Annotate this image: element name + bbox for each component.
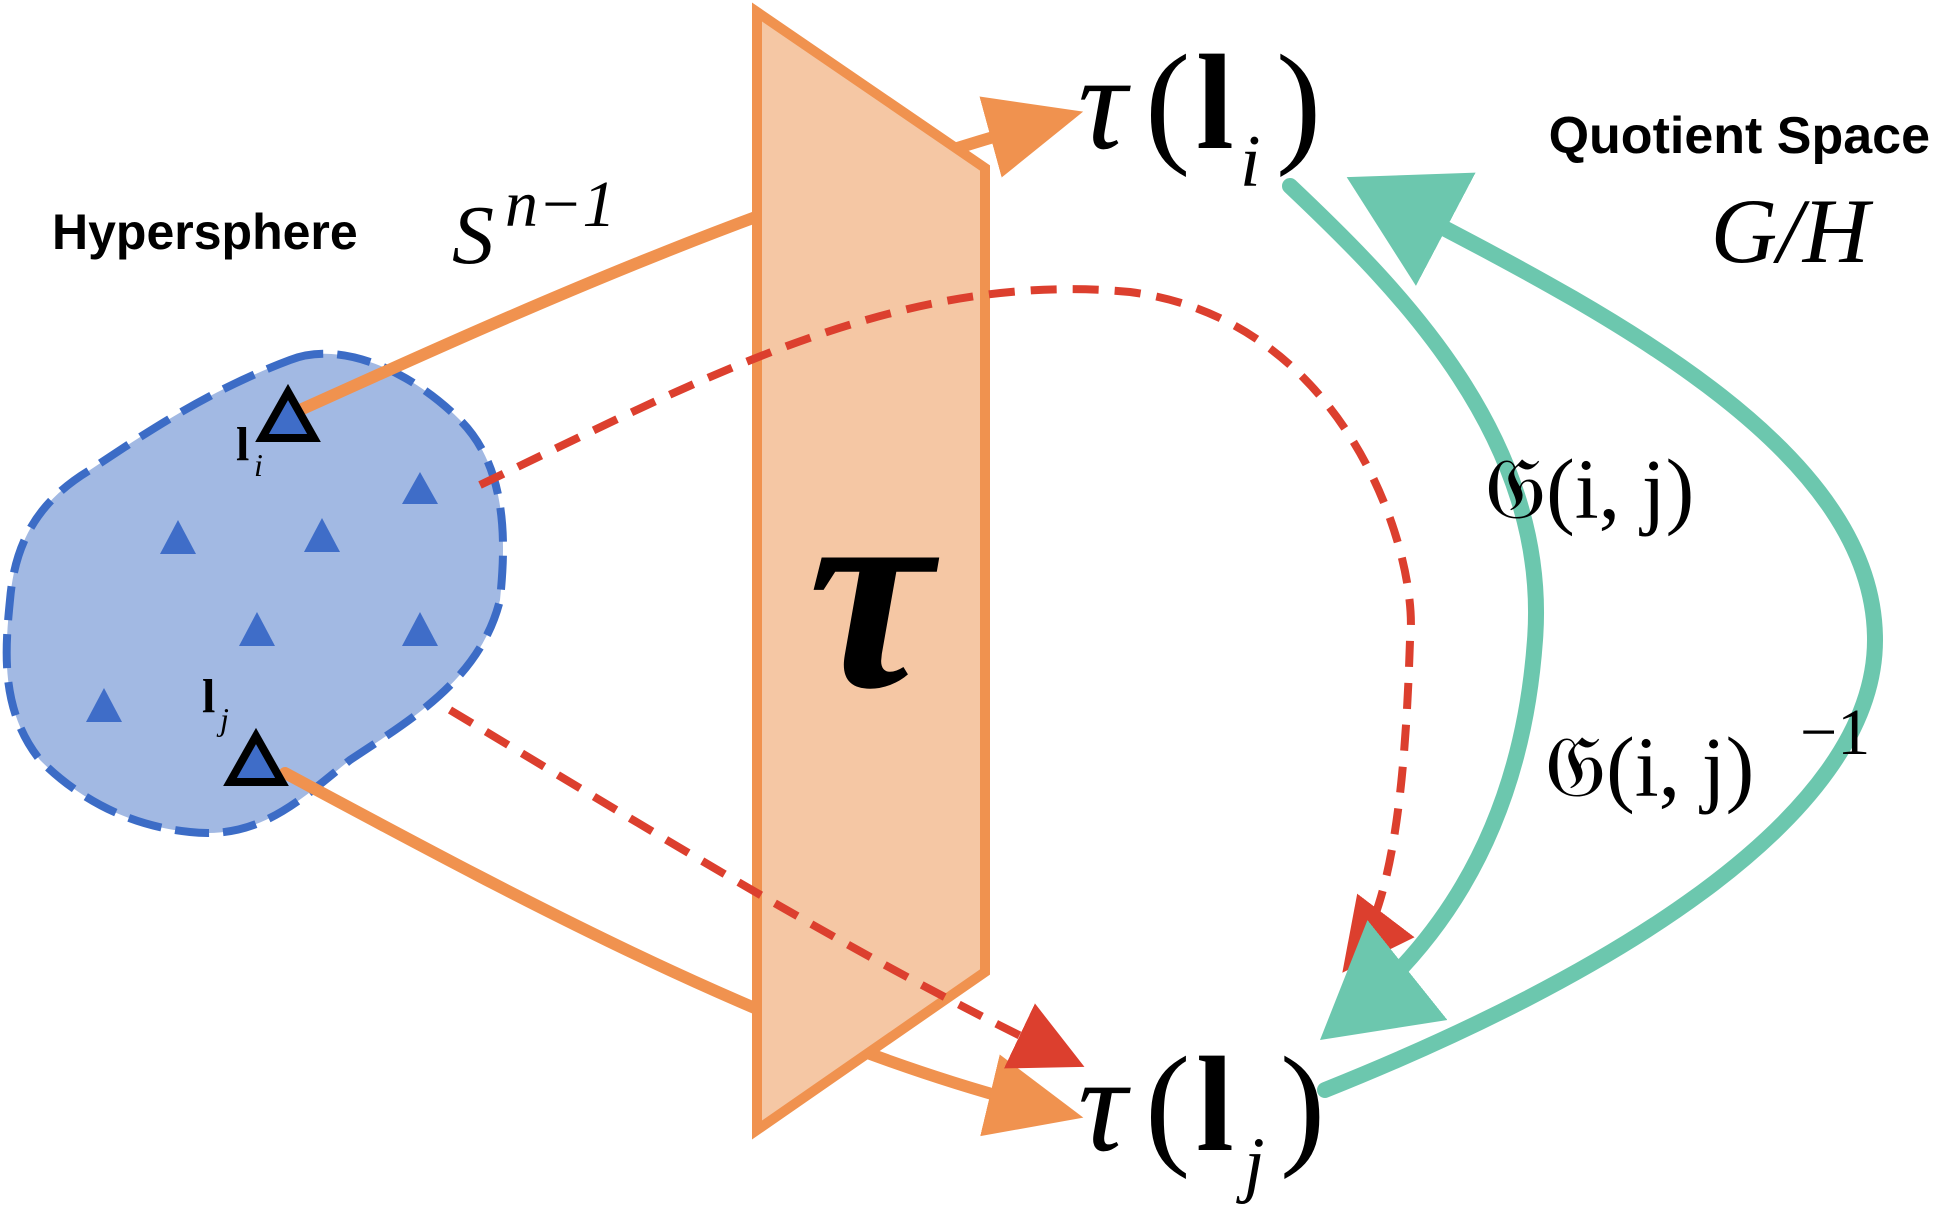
quotient-space-label: Quotient Space (1549, 107, 1930, 165)
tau-lj-tau: τ (1078, 1030, 1131, 1180)
hypersphere-symbol: S (452, 189, 494, 282)
tau-plane (752, 2, 990, 1140)
tau-li-base: l (1196, 28, 1234, 178)
tau-plane-label: τ (808, 436, 944, 747)
point-lj-label: l (202, 670, 215, 723)
group-action-inverse-arrow (1317, 172, 1884, 1098)
point-lj-subscript: j (216, 701, 229, 737)
tau-li-open-paren: ( (1145, 28, 1190, 178)
group-action-inverse-superscript: −1 (1800, 696, 1870, 769)
sample-points (86, 472, 438, 722)
tau-li-close-paren: ) (1276, 28, 1321, 178)
map-arrow-lj (279, 767, 1084, 1137)
point-li-label: l (236, 418, 249, 471)
group-action-forward-arrow (1282, 178, 1545, 1040)
triangle-filled-icon (402, 612, 438, 646)
tau-lj-subscript: j (1236, 1123, 1265, 1205)
hypersphere-region (2, 349, 507, 837)
group-action-forward-label: 𝔊(i, j) (1485, 441, 1694, 537)
triangle-filled-icon (239, 612, 275, 646)
red-dashed-arrow-upper (478, 285, 1415, 973)
tau-lj-base: l (1196, 1030, 1234, 1180)
quotient-space-math: G/H (1711, 180, 1874, 282)
tau-li-subscript: i (1240, 121, 1261, 203)
triangle-filled-icon (86, 688, 122, 722)
group-action-inverse-label: 𝔊(i, j) (1545, 719, 1754, 815)
red-dashed-arrow-lower (447, 706, 1085, 1069)
tau-lj-close-paren: ) (1280, 1030, 1325, 1180)
hypersphere-label: Hypersphere (52, 204, 358, 260)
hypersphere-superscript: n−1 (505, 168, 616, 241)
triangle-filled-icon (304, 518, 340, 552)
tau-lj-open-paren: ( (1145, 1030, 1190, 1180)
triangle-filled-icon (160, 520, 196, 554)
triangle-filled-icon (402, 472, 438, 504)
tau-li-tau: τ (1078, 28, 1131, 178)
point-lj-marker (223, 727, 289, 786)
point-li-marker (255, 383, 321, 442)
point-li-subscript: i (254, 447, 263, 483)
tau-li-label: τ ( l i ) (1078, 28, 1321, 203)
tau-lj-label: τ ( l j ) (1078, 1030, 1325, 1205)
